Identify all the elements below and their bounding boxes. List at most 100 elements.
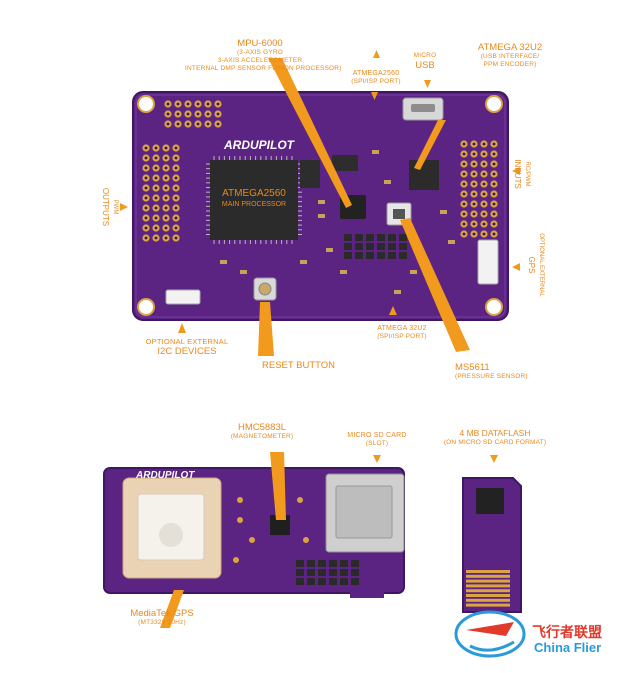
passive-component xyxy=(318,200,325,204)
ms5611-label: MS5611 (PRESSURE SENSOR) xyxy=(455,362,555,381)
rc-inputs-label: RC/PWM INPUTS xyxy=(513,144,531,204)
gps-header-pin xyxy=(351,569,359,576)
sd-contact xyxy=(466,570,510,573)
pin-hole xyxy=(196,122,200,126)
gps-header-pin xyxy=(329,578,337,585)
header-pin xyxy=(355,234,363,241)
hmc5883l-title: HMC5883L xyxy=(237,422,287,433)
pin-hole xyxy=(482,232,486,236)
pin-hole xyxy=(472,192,476,196)
reset-label: RESET BUTTON xyxy=(262,360,362,371)
pin-hole xyxy=(186,112,190,116)
atmega2560-spi-sub: (SPI/ISP PORT) xyxy=(351,78,401,85)
gps-pad xyxy=(233,557,239,563)
passive-component xyxy=(326,248,333,252)
gps-header-pin xyxy=(329,569,337,576)
pin-hole xyxy=(482,142,486,146)
pin-hole xyxy=(164,156,168,160)
passive-component xyxy=(220,260,227,264)
gps-header-pin xyxy=(351,560,359,567)
pin-hole xyxy=(154,156,158,160)
pin-hole xyxy=(472,142,476,146)
mpu6000-line1: (3-AXIS GYRO xyxy=(236,49,284,56)
pin-hole xyxy=(174,166,178,170)
atmega2560-spi-label: ATMEGA2560 (SPI/ISP PORT) xyxy=(335,70,417,86)
gps-header-pin xyxy=(318,560,326,567)
pin-hole xyxy=(462,152,466,156)
pin-hole xyxy=(462,172,466,176)
i2c-sub: OPTIONAL EXTERNAL xyxy=(145,337,229,346)
pin-hole xyxy=(462,182,466,186)
gps-header-pin xyxy=(318,578,326,585)
header-pin xyxy=(377,252,385,259)
pin-hole xyxy=(492,202,496,206)
pin-hole xyxy=(144,166,148,170)
rc-inputs-sub: RC/PWM xyxy=(524,161,530,187)
header-pin xyxy=(366,243,374,250)
passive-component xyxy=(384,180,391,184)
analog-pins xyxy=(164,100,222,128)
pin-hole xyxy=(472,212,476,216)
header-pin xyxy=(366,252,374,259)
microsd-sub: (SLOT) xyxy=(365,440,389,447)
gps-header-pin xyxy=(307,560,315,567)
reset-title: RESET BUTTON xyxy=(262,360,336,371)
sd-contact xyxy=(466,598,510,602)
pin-hole xyxy=(472,182,476,186)
mpu6000-title: MPU-6000 xyxy=(237,38,283,49)
header-pin xyxy=(388,252,396,259)
mediatek-label: MediaTek GPS (MT3329 10Hz) xyxy=(112,608,212,627)
atmega2560-spi-title: ATMEGA2560 xyxy=(352,70,400,77)
pin-hole xyxy=(472,162,476,166)
rc-input-pins xyxy=(460,140,498,238)
pin-hole xyxy=(176,122,180,126)
sd-contact xyxy=(466,579,510,583)
watermark-logo xyxy=(454,610,526,658)
header-pin xyxy=(388,243,396,250)
pin-hole xyxy=(482,162,486,166)
pin-hole xyxy=(164,216,168,220)
gps-header-pin xyxy=(307,578,315,585)
pin-hole xyxy=(154,236,158,240)
pin-hole xyxy=(166,112,170,116)
passive-component xyxy=(394,290,401,294)
usb-sub: MICRO xyxy=(413,52,437,59)
passive-component xyxy=(440,210,447,214)
header-pin xyxy=(344,234,352,241)
pin-hole xyxy=(482,222,486,226)
pin-hole xyxy=(176,102,180,106)
pin-hole xyxy=(472,202,476,206)
pin-hole xyxy=(482,182,486,186)
pin-hole xyxy=(462,232,466,236)
mount-hole xyxy=(485,298,503,316)
pin-hole xyxy=(462,142,466,146)
watermark-en: China Flier xyxy=(534,640,602,655)
pin-hole xyxy=(164,226,168,230)
pwm-output-pins xyxy=(142,144,180,242)
passive-component xyxy=(300,260,307,264)
atmega2560-chip xyxy=(210,160,298,240)
pin-hole xyxy=(144,146,148,150)
atmega32u2-spi-sub: (SPI/ISP PORT) xyxy=(377,333,427,340)
pin-hole xyxy=(144,236,148,240)
dataflash-chip xyxy=(476,488,504,514)
pin-hole xyxy=(462,192,466,196)
header-pin xyxy=(344,252,352,259)
pin-hole xyxy=(174,176,178,180)
pin-hole xyxy=(186,122,190,126)
external-gps-label: OPTIONAL EXTERNAL GPS xyxy=(527,215,545,315)
pin-hole xyxy=(492,212,496,216)
pin-hole xyxy=(164,176,168,180)
pin-hole xyxy=(174,236,178,240)
pin-hole xyxy=(462,202,466,206)
pin-hole xyxy=(144,156,148,160)
pin-hole xyxy=(492,182,496,186)
pwm-outputs-title: OUTPUTS xyxy=(101,187,110,227)
header-pin xyxy=(399,234,407,241)
gps-pad xyxy=(303,537,309,543)
ms5611-title: MS5611 xyxy=(455,362,490,373)
i2c-port-connector xyxy=(165,289,201,305)
microsd-title: MICRO SD CARD xyxy=(347,432,407,439)
pin-hole xyxy=(154,146,158,150)
